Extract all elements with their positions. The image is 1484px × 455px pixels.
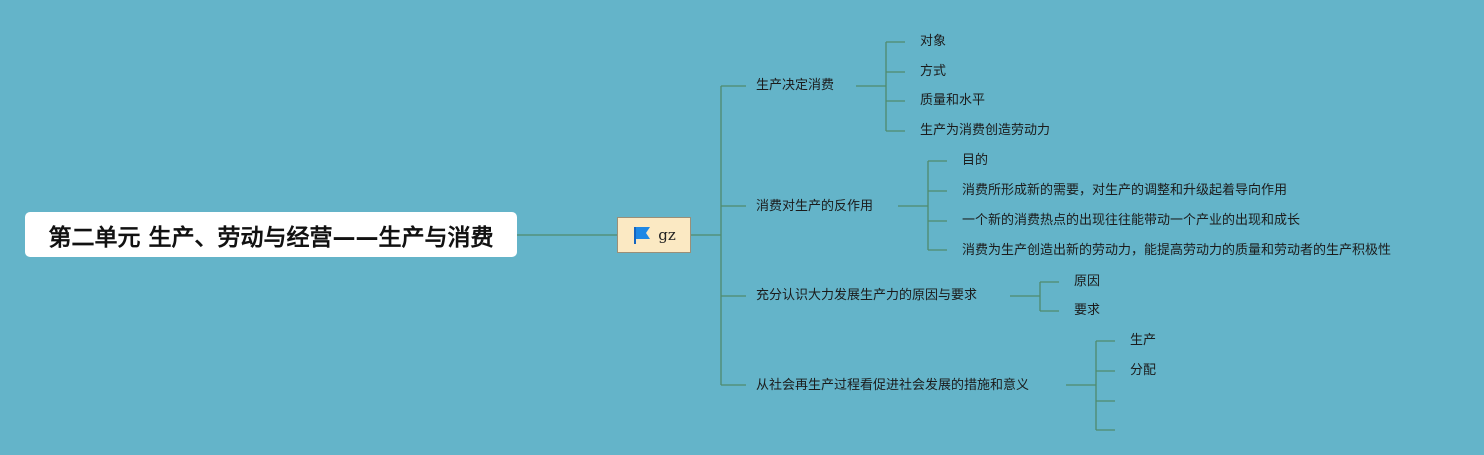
branch-4-child-1[interactable]: 生产 [1130,333,1157,348]
flag-icon [634,227,651,244]
branch-3-child-2[interactable]: 要求 [1074,303,1101,318]
branch-3-child-1[interactable]: 原因 [1074,274,1101,289]
root-topic[interactable]: 第二单元 生产、劳动与经营——生产与消费 [25,212,517,257]
branch-4[interactable]: 从社会再生产过程看促进社会发展的措施和意义 [756,378,1030,393]
hub-label: gz [658,226,676,244]
branch-2-child-3[interactable]: 一个新的消费热点的出现往往能带动一个产业的出现和成长 [962,213,1301,228]
branch-1[interactable]: 生产决定消费 [756,78,835,93]
branch-1-child-1[interactable]: 对象 [920,34,947,49]
branch-1-child-2[interactable]: 方式 [920,64,947,79]
branch-1-child-4[interactable]: 生产为消费创造劳动力 [920,123,1051,138]
branch-3[interactable]: 充分认识大力发展生产力的原因与要求 [756,288,978,303]
branch-1-child-3[interactable]: 质量和水平 [920,93,986,108]
branch-2-child-1[interactable]: 目的 [962,153,989,168]
hub-topic[interactable]: gz [617,217,691,253]
branch-2[interactable]: 消费对生产的反作用 [756,199,874,214]
branch-2-child-4[interactable]: 消费为生产创造出新的劳动力，能提高劳动力的质量和劳动者的生产积极性 [962,243,1392,258]
branch-4-child-2[interactable]: 分配 [1130,363,1157,378]
branch-2-child-2[interactable]: 消费所形成新的需要，对生产的调整和升级起着导向作用 [962,183,1288,198]
